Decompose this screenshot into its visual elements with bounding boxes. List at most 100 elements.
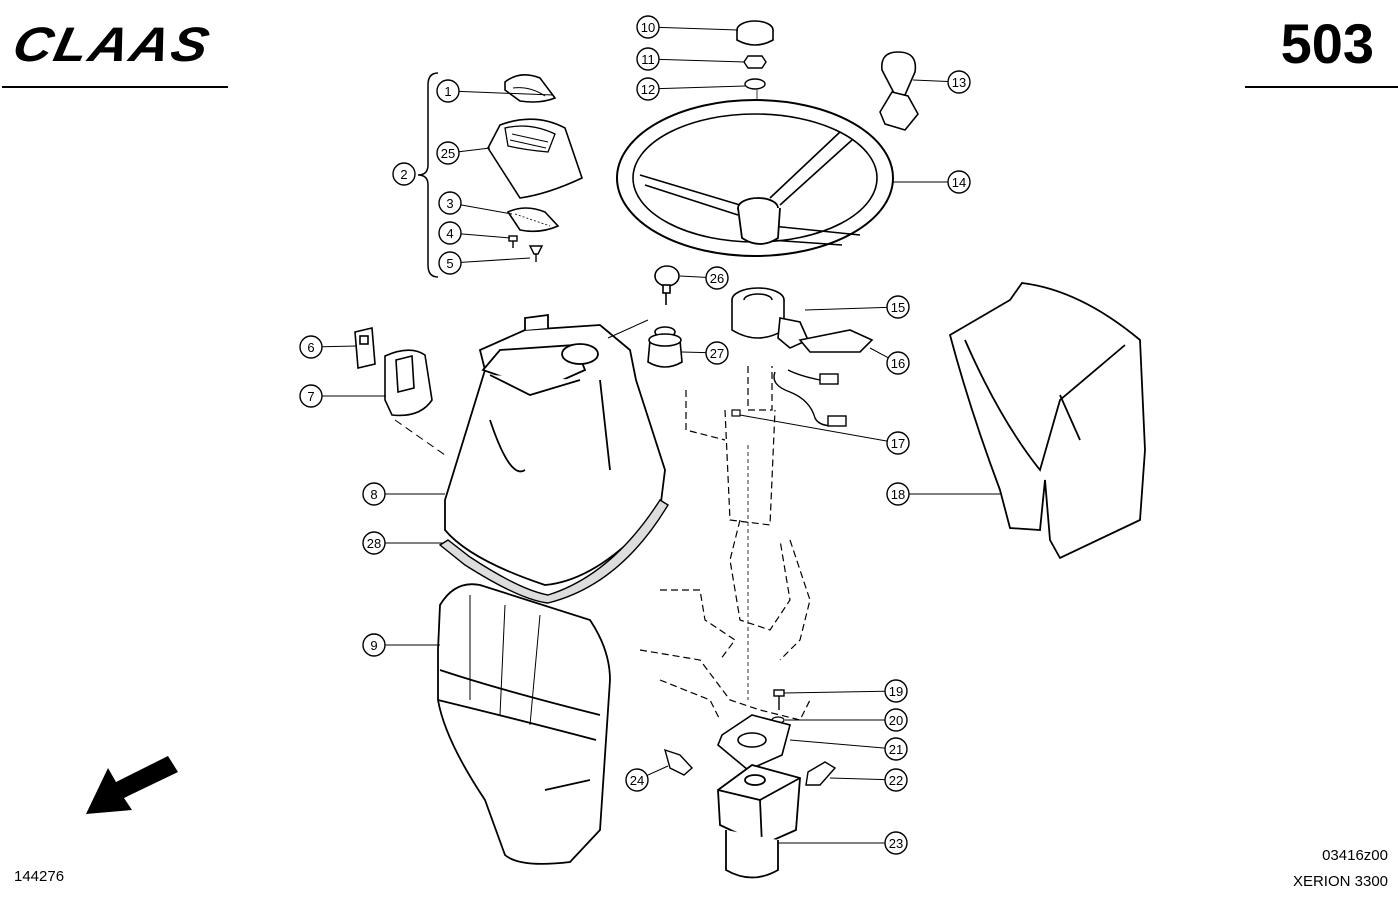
- part-wiring-harness: [773, 369, 847, 427]
- callout-circle: [436, 141, 460, 165]
- callout-circle: [886, 295, 910, 319]
- callout-14: 14: [893, 170, 971, 194]
- callout-circle: [438, 191, 462, 215]
- callout-leader: [829, 777, 886, 781]
- callout-circle: [884, 768, 908, 792]
- callout-10: 10: [636, 15, 739, 39]
- callout-circle: [886, 351, 910, 375]
- callout-circle: [884, 831, 908, 855]
- callout-19: 19: [783, 679, 908, 703]
- callout-leader: [458, 147, 491, 153]
- callout-label: 1: [444, 84, 451, 99]
- callout-label: 24: [630, 773, 644, 788]
- callout-leader: [658, 58, 746, 63]
- part-lower-cover: [437, 583, 611, 865]
- part-steering-wheel: [616, 99, 894, 257]
- callout-12: 12: [636, 77, 746, 101]
- callout-circle: [436, 79, 460, 103]
- callout-label: 22: [889, 773, 903, 788]
- group-bracket: [417, 72, 439, 278]
- callout-circle: [884, 737, 908, 761]
- callout-circle: [947, 70, 971, 94]
- callout-17: 17: [739, 414, 910, 455]
- part-ignition-key: [654, 265, 680, 305]
- callout-3: 3: [438, 191, 513, 215]
- callout-leader: [458, 90, 554, 96]
- callout-25: 25: [436, 141, 491, 165]
- callout-circle: [299, 335, 323, 359]
- callout-16: 16: [869, 347, 910, 375]
- part-column-clip: [731, 409, 741, 417]
- callout-leader: [789, 739, 886, 749]
- callout-9: 9: [362, 633, 440, 657]
- callout-6: 6: [299, 335, 358, 359]
- callout-4: 4: [438, 221, 511, 245]
- callout-leader: [912, 79, 949, 83]
- callout-circle: [705, 341, 729, 365]
- callout-11: 11: [636, 47, 746, 71]
- callout-circle: [625, 768, 649, 792]
- callout-label: 5: [446, 256, 453, 271]
- part-pad: [506, 207, 560, 233]
- callout-label: 18: [891, 487, 905, 502]
- callout-1: 1: [436, 79, 554, 103]
- callout-23: 23: [778, 831, 908, 855]
- callout-leader: [460, 257, 531, 263]
- callout-15: 15: [804, 295, 910, 319]
- callout-28: 28: [362, 531, 442, 555]
- callout-13: 13: [912, 70, 971, 94]
- part-cap: [504, 74, 557, 103]
- callout-circle: [884, 679, 908, 703]
- callout-circle: [947, 170, 971, 194]
- part-column-switch: [731, 287, 874, 353]
- callout-26: 26: [679, 266, 729, 290]
- callout-circle: [362, 482, 386, 506]
- callout-24: 24: [625, 765, 669, 792]
- drawing-number: 144276: [14, 868, 65, 885]
- callout-label: 4: [446, 226, 453, 241]
- callout-circle: [362, 633, 386, 657]
- callout-circle: [884, 708, 908, 732]
- part-screw: [508, 235, 518, 248]
- callout-label: 17: [891, 436, 905, 451]
- steering-column-frame: [639, 366, 811, 721]
- callout-label: 10: [641, 20, 655, 35]
- callout-leader: [658, 26, 739, 31]
- callout-label: 13: [952, 75, 966, 90]
- callout-label: 7: [307, 389, 314, 404]
- callout-18: 18: [886, 482, 1000, 506]
- callout-5: 5: [438, 251, 531, 275]
- part-nut: [743, 55, 767, 69]
- callout-label: 25: [441, 146, 455, 161]
- direction-arrow: [86, 756, 178, 814]
- part-flange-plate: [717, 714, 791, 771]
- callout-label: 12: [641, 82, 655, 97]
- callout-leader: [646, 765, 669, 776]
- callout-circle: [438, 221, 462, 245]
- callout-leader: [679, 275, 707, 278]
- page-number: 503: [1280, 12, 1374, 75]
- part-cover-plate: [384, 349, 433, 417]
- callout-label: 19: [889, 684, 903, 699]
- part-fitting-right: [805, 761, 837, 786]
- part-clip: [528, 245, 544, 262]
- callout-label: 9: [370, 638, 377, 653]
- model-name: XERION 3300: [1292, 873, 1388, 890]
- part-bolt: [773, 689, 785, 710]
- callout-label: 27: [710, 346, 724, 361]
- callout-leader: [658, 85, 746, 90]
- callout-circle: [705, 266, 729, 290]
- callout-circle: [362, 531, 386, 555]
- callout-leader: [460, 233, 511, 239]
- part-washer: [744, 78, 766, 90]
- callout-label: 28: [367, 536, 381, 551]
- callout-label: 16: [891, 356, 905, 371]
- callout-label: 26: [710, 271, 724, 286]
- callout-circle: [636, 15, 660, 39]
- callout-label: 14: [952, 175, 966, 190]
- callout-leader: [321, 345, 358, 348]
- part-side-panel: [948, 282, 1146, 560]
- part-spinner-knob: [879, 51, 919, 131]
